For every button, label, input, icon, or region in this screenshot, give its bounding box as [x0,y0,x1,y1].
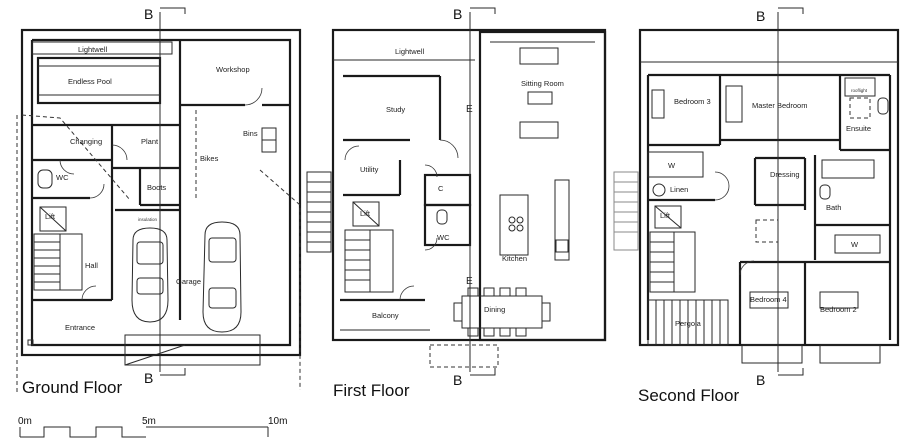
gf-endless-pool-label: Endless Pool [68,77,112,86]
gf-insulation-label: insulation [138,217,158,222]
gf-changing-label: Changing [70,137,102,146]
ff-sitting-room-label: Sitting Room [521,79,564,88]
scale-label-10: 10m [268,416,287,427]
sf-w-right-label: W [851,240,859,249]
gf-wc-label: WC [56,173,69,182]
scale-bar: 0m 5m 10m [18,416,287,438]
first-floor-plan [306,28,607,368]
section-b-gf-bottom: B [144,370,153,386]
ff-utility-label: Utility [360,165,379,174]
first-floor-labels: Lightwell Sitting Room Study Utility C L… [360,47,564,320]
gf-bikes-label: Bikes [200,154,219,163]
sf-bedroom2-label: Bedroom 2 [820,305,857,314]
ff-c-label: C [438,184,444,193]
section-b-sf-bottom: B [756,372,765,388]
car-left-icon [131,227,169,323]
gf-garage-label: Garage [176,277,201,286]
gf-workshop-label: Workshop [216,65,250,74]
scale-label-0: 0m [18,416,32,427]
sf-linen-label: Linen [670,185,688,194]
gf-lightwell-label: Lightwell [78,45,108,54]
sf-pergola-label: Pergola [675,319,702,328]
section-b-ff-bottom: B [453,372,462,388]
second-floor-title: Second Floor [638,386,739,405]
second-floor-plan [613,28,900,364]
sf-lift-label: Lift [660,211,671,220]
scale-label-5: 5m [142,416,156,427]
ground-floor-labels: Lightwell Endless Pool Workshop Changing… [45,45,258,332]
ff-kitchen-label: Kitchen [502,254,527,263]
section-markers: B B B B B B [144,6,765,388]
gf-hall-label: Hall [85,261,98,270]
sf-master-bedroom-label: Master Bedroom [752,101,807,110]
ground-floor-plan [16,28,302,395]
ff-lift-label: Lift [360,209,371,218]
sf-bedroom4-label: Bedroom 4 [750,295,787,304]
ff-wc-label: WC [437,233,450,242]
ff-dining-label: Dining [484,305,505,314]
gf-bins-label: Bins [243,129,258,138]
ff-study-label: Study [386,105,405,114]
section-b-ff-top: B [453,6,462,22]
second-floor-labels: Bedroom 3 Master Bedroom Ensuite W Linen… [660,88,871,328]
section-b-sf-top: B [756,8,765,24]
section-b-gf-top: B [144,6,153,22]
ground-floor-title: Ground Floor [22,378,122,397]
car-right-icon [202,221,242,333]
sf-bedroom3-label: Bedroom 3 [674,97,711,106]
gf-entrance-label: Entrance [65,323,95,332]
sf-bath-label: Bath [826,203,841,212]
sf-dressing-label: Dressing [770,170,800,179]
gf-plant-label: Plant [141,137,159,146]
pergola-slats [647,299,729,346]
ff-lightwell-label: Lightwell [395,47,425,56]
sf-w-left-label: W [668,161,676,170]
ff-balcony-label: Balcony [372,311,399,320]
section-lines [159,7,804,376]
gf-lift-label: Lift [45,212,56,221]
sf-rooflight-label: rooflight [851,88,868,93]
sf-ensuite-label: Ensuite [846,124,871,133]
first-floor-title: First Floor [333,381,410,400]
gf-boots-label: Boots [147,183,166,192]
